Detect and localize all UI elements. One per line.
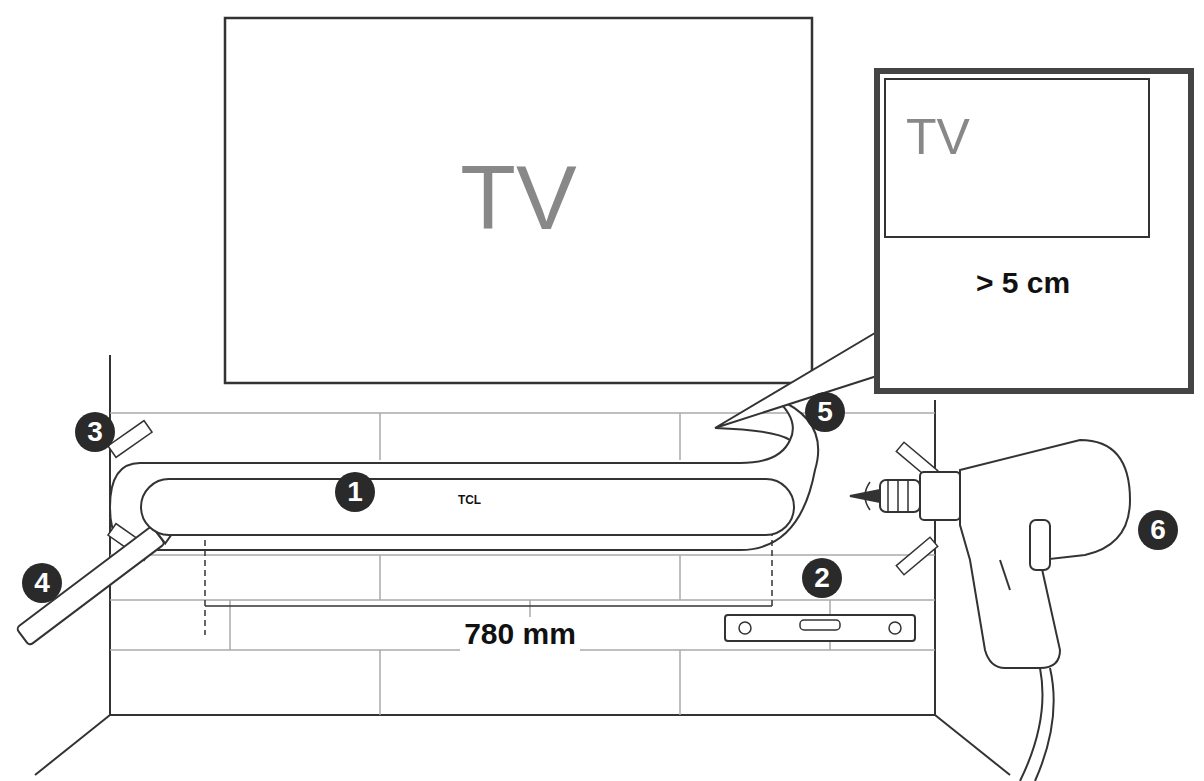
callout-number: 4 (22, 563, 62, 603)
soundbar-template: TCL (140, 478, 795, 536)
detail-inset: > 5 cm TV (874, 68, 1194, 394)
callout-number: 3 (75, 412, 115, 452)
callout-number: 6 (1138, 510, 1178, 550)
dimension-label: 780 mm (460, 617, 580, 651)
tv-detail: TV (884, 78, 1150, 238)
callout-number: 1 (335, 472, 375, 512)
tv-panel: TV (225, 18, 812, 383)
node-text: TV (906, 110, 970, 165)
callout-number: 2 (802, 558, 842, 598)
node-text: TCL (142, 494, 797, 507)
node-text: TV (225, 148, 812, 248)
callout-number: 5 (805, 392, 845, 432)
node-text: > 5 cm (976, 266, 1070, 299)
